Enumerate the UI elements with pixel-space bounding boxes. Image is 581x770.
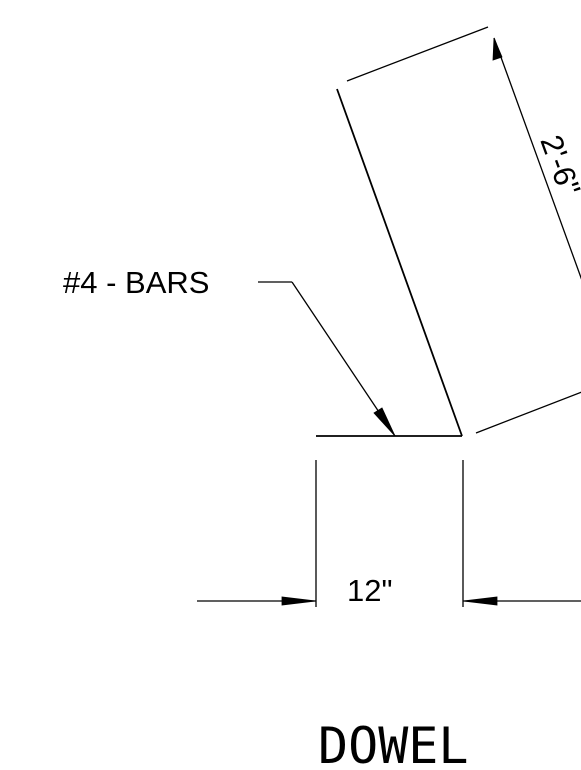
dowel-bar-slanted-leg	[336, 88, 463, 437]
bottom-dimension-text: 12"	[347, 573, 393, 608]
extension-line-bottom	[475, 391, 581, 434]
callout-label: #4 - BARS	[63, 265, 209, 300]
bottom-dimension-arrowhead-right	[462, 596, 498, 606]
drawing-title: DOWEL	[318, 717, 469, 770]
bottom-dimension-arrowhead-left	[281, 596, 317, 606]
slant-dimension-arrowhead	[492, 37, 503, 61]
slant-dimension-line	[493, 37, 581, 280]
extension-line-top	[346, 26, 489, 82]
callout-leader-arrowhead	[373, 407, 396, 437]
